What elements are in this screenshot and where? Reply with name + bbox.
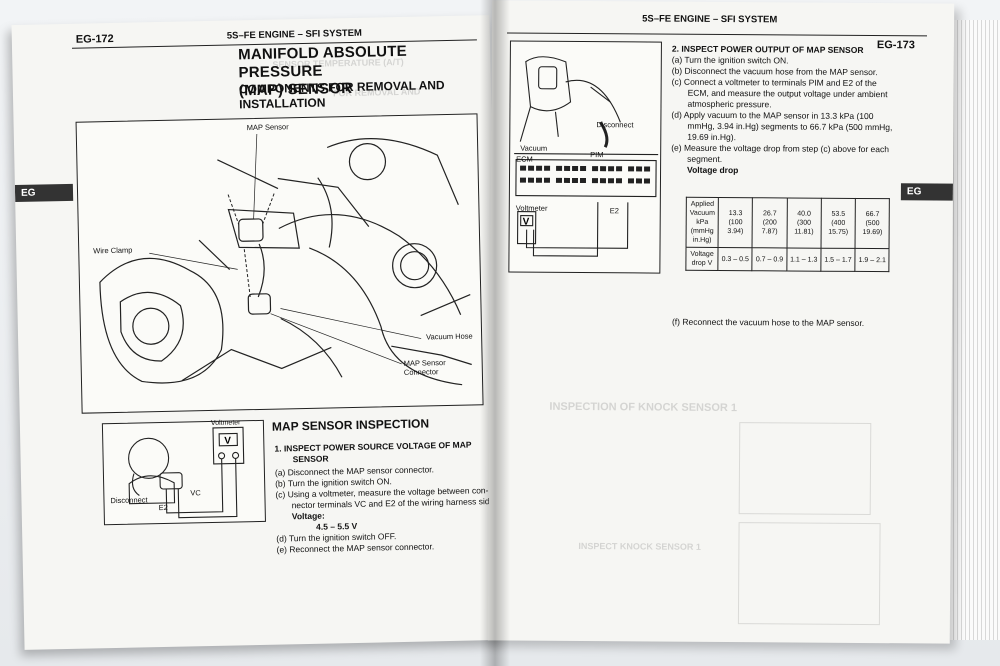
step1-title: 1. INSPECT POWER SOURCE VOLTAGE OF MAP S… (274, 439, 472, 465)
table-row: Applied Vacuum kPa (mmHg in.Hg) 13.3(100… (686, 197, 890, 249)
side-tab-eg: EG (900, 183, 953, 201)
table-cell: 1.5 – 1.7 (820, 248, 856, 272)
page-number: EG-173 (876, 39, 915, 52)
voltage-drop-table: Applied Vacuum kPa (mmHg in.Hg) 13.3(100… (685, 197, 890, 272)
table-cell: 1.1 – 1.3 (786, 247, 821, 272)
running-header: 5S–FE ENGINE – SFI SYSTEM (226, 27, 363, 42)
table-header-cell: Voltage drop V (685, 247, 719, 271)
table-cell: 0.7 – 0.9 (752, 247, 787, 271)
svg-text:V: V (224, 436, 231, 447)
header-rule (507, 32, 928, 37)
step-f: (f) Reconnect the vacuum hose to the MAP… (671, 316, 865, 328)
bleed-through: INSPECT KNOCK SENSOR 1 (578, 541, 701, 552)
table-row: Voltage drop V 0.3 – 0.5 0.7 – 0.9 1.1 –… (685, 247, 890, 272)
component-diagram: MAP Sensor Wire Clamp Vacuum Hose MAP Se… (75, 113, 484, 414)
label-e2: E2 (609, 206, 619, 216)
label-map-sensor: MAP Sensor (246, 122, 289, 133)
bleed-through: INSPECTION OF KNOCK SENSOR 1 (549, 400, 738, 415)
section-subtitle: COMPONENTS FOR REMOVAL AND INSTALLATION (238, 78, 445, 112)
table-cell: 1.9 – 2.1 (855, 248, 890, 272)
label-ecm: ECM (516, 154, 533, 164)
inspection-title: MAP SENSOR INSPECTION (271, 416, 430, 434)
label-pim: PIM (590, 150, 604, 160)
voltmeter-connection-illustration: V (128, 426, 245, 519)
voltage-drop-label: Voltage drop (687, 164, 739, 176)
book-spine (480, 0, 510, 666)
label-wire-clamp: Wire Clamp (93, 245, 133, 256)
inspection-diagram: V Voltmeter Disconnect VC E2 (101, 419, 266, 526)
label-disconnect: Disconnect (596, 120, 634, 130)
bleed-through-figure (737, 522, 881, 626)
label-vacuum-hose: Vacuum Hose (426, 331, 473, 342)
label-e2: E2 (158, 502, 168, 513)
label-map-sensor-connector: MAP Sensor Connector (403, 358, 446, 377)
side-tab-eg: EG (14, 183, 74, 203)
table-header-cell: Applied Vacuum kPa (mmHg in.Hg) (686, 197, 719, 248)
step1-list: (a) Disconnect the MAP sensor connector.… (274, 464, 497, 555)
right-page: INSPECTION OF KNOCK SENSOR 1 INSPECT KNO… (487, 0, 955, 644)
step2-list: (a) Turn the ignition switch ON. (b) Dis… (671, 55, 902, 178)
label-voltmeter: Voltmeter (210, 419, 241, 427)
label-vacuum: Vacuum (520, 143, 548, 153)
engine-illustration (99, 133, 472, 386)
output-diagram: V Disconnect Vacuum ECM PIM E2 Voltmeter (508, 40, 662, 274)
label-vc: VC (190, 488, 201, 498)
page-number: EG-172 (75, 32, 114, 46)
page-edges (950, 20, 1000, 640)
bleed-through-figure (738, 422, 872, 516)
svg-text:V: V (523, 217, 530, 228)
left-page: SENSOR TEMPERATURE (A/T) FOR REMOVAL AND… (11, 15, 503, 650)
table-cell: 0.3 – 0.5 (718, 247, 753, 271)
label-voltmeter: Voltmeter (515, 203, 548, 213)
running-header: 5S–FE ENGINE – SFI SYSTEM (642, 13, 778, 26)
ecm-voltmeter-illustration: V (514, 56, 659, 257)
label-disconnect: Disconnect (110, 495, 148, 506)
